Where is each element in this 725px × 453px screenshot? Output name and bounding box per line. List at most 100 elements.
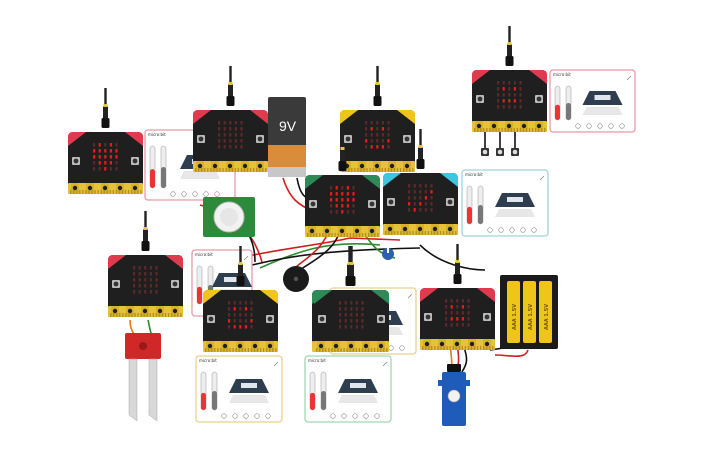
led — [450, 305, 453, 309]
pir-dome-inner — [220, 208, 238, 226]
panel-label: micro:bit — [148, 132, 166, 137]
edge-finger — [73, 190, 75, 194]
edge-finger — [476, 346, 479, 350]
led — [508, 87, 511, 91]
led — [361, 325, 364, 329]
edge-finger — [213, 168, 215, 172]
edge-finger — [378, 168, 380, 172]
edge-hole — [432, 226, 438, 232]
edge-finger — [467, 346, 470, 350]
wire-black — [419, 244, 486, 271]
edge-finger — [322, 348, 324, 352]
edge-finger — [412, 168, 414, 172]
led — [413, 208, 416, 212]
edge-finger — [371, 233, 373, 237]
edge-finger — [272, 348, 274, 352]
edge-finger — [424, 231, 426, 235]
edge-finger — [131, 313, 133, 317]
button-a-cap — [73, 158, 79, 164]
usb-cable — [103, 106, 108, 120]
expand-icon — [626, 75, 632, 81]
edge-finger — [477, 128, 479, 132]
button-a-cap — [113, 281, 119, 287]
led — [381, 127, 384, 131]
led — [218, 127, 221, 131]
edge-finger — [400, 231, 402, 235]
microbit-board — [203, 246, 278, 352]
led — [339, 307, 342, 311]
edge-hole — [359, 163, 365, 169]
edge-finger — [76, 190, 78, 194]
edge-finger — [313, 233, 315, 237]
tilt-shadow — [495, 209, 535, 217]
edge-finger — [525, 128, 528, 132]
led — [344, 301, 347, 305]
edge-finger — [480, 128, 482, 132]
led — [519, 87, 522, 91]
led — [408, 208, 411, 212]
led — [250, 301, 253, 305]
expand-icon — [243, 255, 249, 261]
led — [352, 204, 355, 208]
edge-hole — [72, 185, 78, 191]
edge-finger — [119, 313, 121, 317]
gesture-icon — [608, 123, 614, 129]
edge-hole — [227, 163, 233, 169]
edge-hole — [348, 343, 354, 349]
edge-finger — [237, 168, 239, 172]
temperature-fill — [467, 206, 472, 224]
edge-finger — [464, 346, 466, 350]
led — [115, 155, 118, 159]
gesture-icon — [254, 413, 260, 419]
led — [361, 307, 364, 311]
edge-finger — [446, 346, 448, 350]
edge-finger — [369, 168, 371, 172]
edge-finger — [259, 168, 261, 172]
edge-hole — [127, 308, 133, 314]
edge-finger — [334, 233, 336, 237]
edge-finger — [355, 233, 358, 237]
usb-cable-wire — [419, 129, 422, 149]
usb-cable-wire — [456, 244, 459, 264]
led — [355, 307, 358, 311]
led — [239, 313, 242, 317]
edge-finger — [219, 168, 221, 172]
edge-hole — [339, 228, 345, 234]
edge-finger — [198, 168, 200, 172]
battery-9v-cap — [268, 167, 306, 177]
usb-cable — [238, 264, 243, 278]
led — [229, 133, 232, 137]
led — [109, 149, 112, 153]
usb-cable — [418, 147, 423, 161]
edge-hole — [374, 163, 380, 169]
edge-finger — [374, 233, 376, 237]
push-button-cap — [512, 149, 518, 155]
led — [233, 307, 236, 311]
edge-finger — [207, 168, 209, 172]
button-a-cap — [345, 136, 351, 142]
led — [456, 323, 459, 327]
led — [450, 299, 453, 303]
board-accent-left — [305, 175, 323, 189]
board-accent-left — [420, 288, 438, 302]
edge-finger — [489, 346, 491, 350]
led — [456, 311, 459, 315]
edge-finger — [116, 313, 118, 317]
edge-finger — [397, 231, 399, 235]
led — [502, 105, 505, 109]
led — [352, 186, 355, 190]
edge-finger — [246, 168, 249, 172]
led — [519, 99, 522, 103]
led — [155, 290, 158, 294]
led — [508, 81, 511, 85]
led — [244, 325, 247, 329]
led — [104, 143, 107, 147]
edge-finger — [103, 190, 105, 194]
led — [223, 133, 226, 137]
usb-cable-wire — [350, 246, 353, 266]
edge-finger — [544, 128, 546, 132]
edge-finger — [507, 128, 509, 132]
led — [233, 313, 236, 317]
usb-cable — [143, 229, 148, 243]
led — [239, 307, 242, 311]
